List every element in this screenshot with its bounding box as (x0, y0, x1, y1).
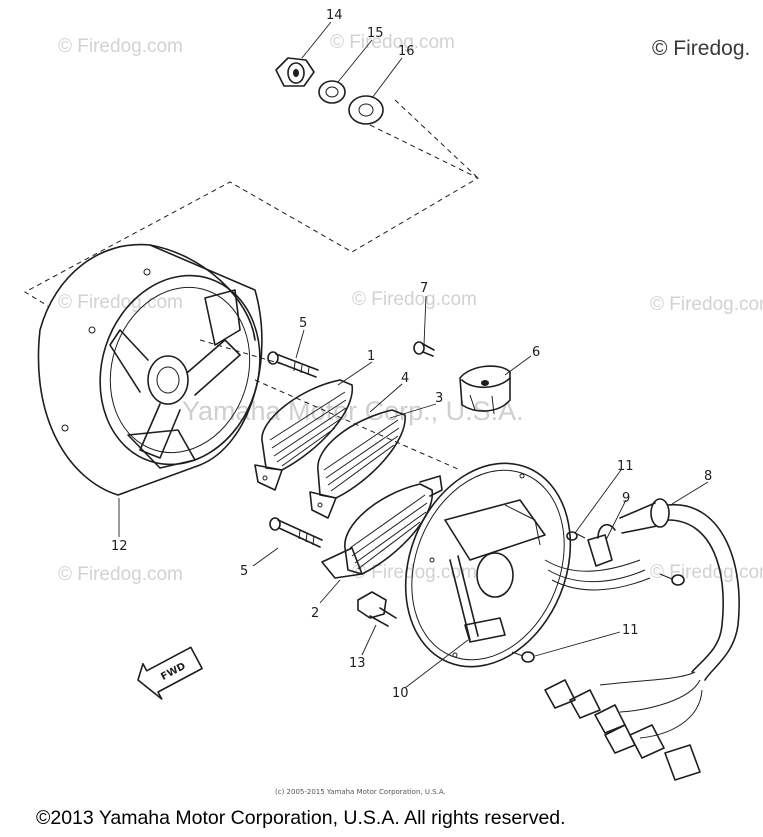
callout-numbers: 14 15 16 5 1 4 3 7 6 8 9 11 11 12 5 2 13… (111, 8, 712, 701)
nut-14 (276, 58, 314, 86)
washer-16 (349, 96, 383, 124)
callout-1: 1 (367, 349, 375, 364)
watermark-center: Yamaha Motor Corp., U.S.A. (182, 396, 524, 426)
watermark-tile: © Firedog.com (352, 562, 477, 583)
callout-11-upper: 11 (617, 459, 634, 474)
watermark-tile: © Firedog.com (352, 289, 477, 310)
callout-3: 3 (435, 391, 443, 406)
watermark-tile: © Firedog.com (58, 564, 183, 585)
callout-2: 2 (311, 606, 319, 621)
watermark-tile: © Firedog.com (650, 294, 763, 315)
watermark-tile: © Firedog.com (58, 36, 183, 57)
footer-copyright: ©2013 Yamaha Motor Corporation, U.S.A. A… (36, 807, 566, 829)
connector-plugs (545, 680, 700, 780)
screw-5-upper (268, 352, 318, 377)
callout-6: 6 (532, 345, 540, 360)
callout-13: 13 (349, 656, 366, 671)
small-copyright: (c) 2005-2015 Yamaha Motor Corporation, … (275, 788, 446, 796)
callout-10: 10 (392, 686, 409, 701)
watermark-tile: © Firedog.com (58, 292, 183, 313)
callout-15: 15 (367, 26, 384, 41)
callout-9: 9 (622, 491, 630, 506)
watermark-tile: © Firedog.com (650, 562, 763, 583)
flywheel-rotor-12 (38, 245, 283, 495)
wire-harness-8 (545, 499, 739, 780)
callout-11-lower: 11 (622, 623, 639, 638)
watermark-corner: © Firedog. (652, 37, 750, 60)
washer-15 (319, 81, 345, 103)
callout-7: 7 (420, 281, 428, 296)
callout-12: 12 (111, 539, 128, 554)
callout-5-upper: 5 (299, 316, 307, 331)
callout-14: 14 (326, 8, 343, 23)
coil-4 (310, 410, 405, 518)
callout-4: 4 (401, 371, 409, 386)
fwd-label: FWD (159, 661, 187, 683)
screw-11-lower (512, 652, 534, 662)
callout-5-lower: 5 (240, 564, 248, 579)
fwd-direction-arrow: FWD (132, 640, 206, 704)
callout-8: 8 (704, 469, 712, 484)
callout-16: 16 (398, 44, 415, 59)
watermark-tile: © Firedog.com (330, 32, 455, 53)
screw-5-lower (270, 518, 322, 547)
bolt-13 (358, 592, 396, 626)
